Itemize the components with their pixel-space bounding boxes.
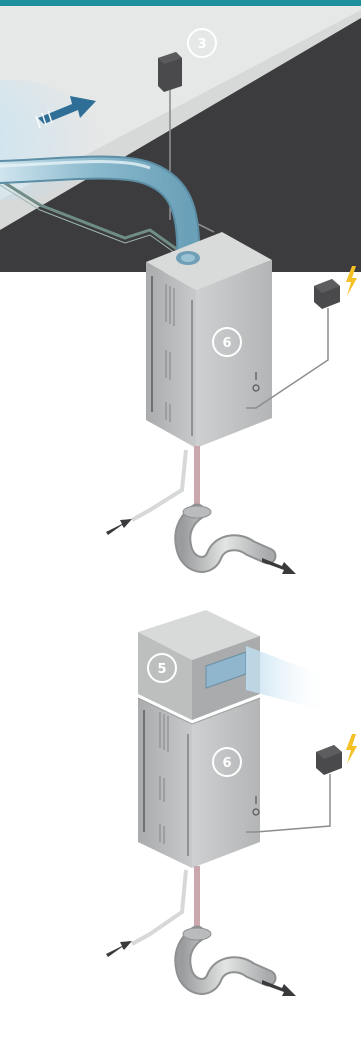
- header-bar: [0, 0, 361, 6]
- inlet-arrow-icon: [106, 941, 132, 957]
- lightning-bolt-icon: [346, 266, 357, 296]
- power-socket-bottom: [246, 745, 342, 833]
- badge-controller: 5: [147, 653, 177, 683]
- power-socket-top: [246, 279, 340, 409]
- svg-text:6: 6: [222, 756, 231, 771]
- drain-assembly-bottom: [131, 866, 277, 995]
- badge-bottom-unit: 6: [212, 747, 242, 777]
- controller-unit: [138, 610, 260, 720]
- svg-text:5: 5: [157, 662, 166, 677]
- outlet-arrow-icon: [262, 980, 296, 996]
- inlet-arrow-icon: [106, 519, 132, 535]
- outlet-arrow-icon: [262, 558, 296, 574]
- svg-text:6: 6: [222, 336, 231, 351]
- badge-ceiling-box: 3: [187, 28, 217, 58]
- drain-assembly-top: [131, 446, 277, 573]
- airflow-arrow-icon: [35, 96, 96, 129]
- badge-top-unit: 6: [212, 327, 242, 357]
- top-unit: [146, 232, 272, 448]
- lightning-bolt-icon: [346, 734, 357, 764]
- bottom-unit: [137, 697, 261, 868]
- air-duct: [0, 155, 201, 274]
- screen-glow: [246, 646, 330, 712]
- svg-text:3: 3: [197, 37, 206, 52]
